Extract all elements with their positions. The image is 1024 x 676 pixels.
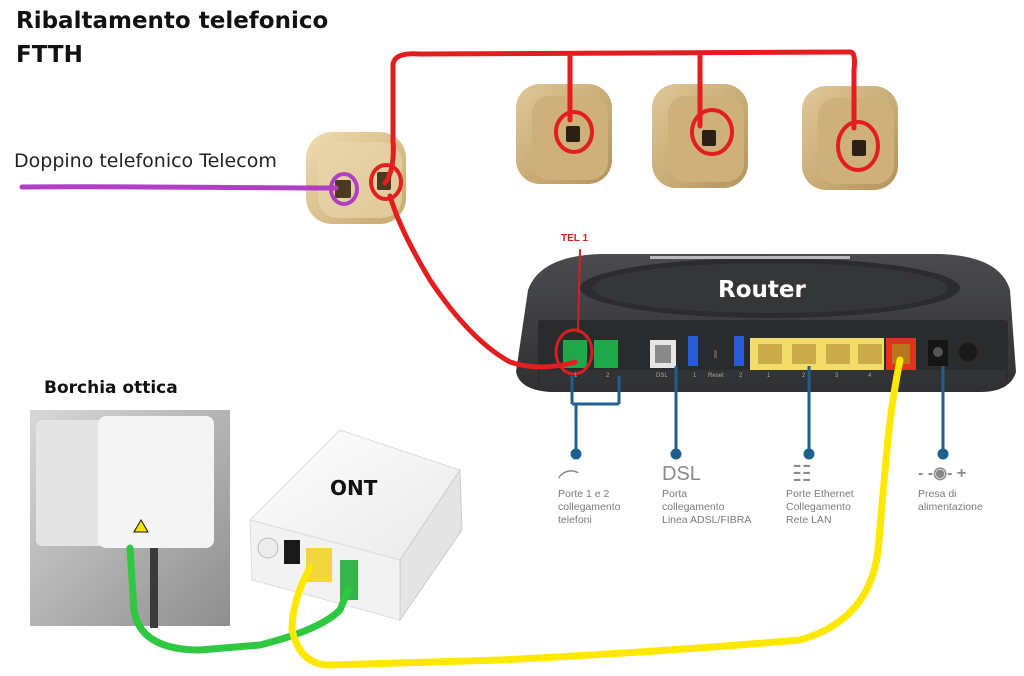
router-label: Router xyxy=(718,277,806,303)
ont-port-power xyxy=(284,540,300,564)
caption-text: Porta collegamento Linea ADSL/FIBRA xyxy=(662,488,752,526)
caption-phone-ports: ⌒ Porte 1 e 2 collegamento telefoni xyxy=(556,462,648,527)
router xyxy=(516,254,1016,392)
phone-socket-3 xyxy=(802,86,898,190)
router-port-usb2 xyxy=(734,336,744,366)
ont-label: ONT xyxy=(330,476,378,500)
caption-text: Presa di alimentazione xyxy=(918,488,983,513)
caption-text: Porte 1 e 2 collegamento telefoni xyxy=(558,488,621,526)
port-label-reset: Reset xyxy=(708,373,724,379)
port-label-dsl: DSL xyxy=(656,373,668,379)
port-label-lan1: 1 xyxy=(767,373,771,379)
phone-socket-1 xyxy=(516,84,612,184)
port-label-tel1: 1 xyxy=(574,373,578,379)
socket-jack-telecom xyxy=(335,180,351,198)
borchia-label: Borchia ottica xyxy=(44,378,178,398)
caption-ethernet-ports: ☷ Porte Ethernet Collegamento Rete LAN xyxy=(786,462,896,527)
network-icon: ☷ xyxy=(792,461,812,486)
title-line-2: FTTH xyxy=(16,42,83,68)
fiber-cable xyxy=(126,544,352,654)
dsl-icon: DSL xyxy=(662,463,701,485)
port-label-usb1: 1 xyxy=(693,373,697,379)
doppino-label: Doppino telefonico Telecom xyxy=(14,150,277,172)
port-label-lan3: 3 xyxy=(835,373,839,379)
port-label-lan4: 4 xyxy=(868,373,872,379)
port-label-usb2: 2 xyxy=(739,373,743,379)
caption-dsl-port: DSL Porta collegamento Linea ADSL/FIBRA xyxy=(662,462,772,527)
page-title: Ribaltamento telefonico FTTH xyxy=(16,4,328,72)
router-port-tel2 xyxy=(594,340,618,368)
phone-cable xyxy=(382,49,857,370)
tel1-label: TEL 1 xyxy=(561,233,589,244)
port-label-tel2: 2 xyxy=(606,373,610,379)
power-plug-icon: - -◉- + xyxy=(918,465,967,482)
router-reset xyxy=(714,350,717,358)
caption-text: Porte Ethernet Collegamento Rete LAN xyxy=(786,488,854,526)
ont-device xyxy=(249,429,463,622)
caption-power: - -◉- + Presa di alimentazione xyxy=(918,462,1018,514)
router-port-usb1 xyxy=(688,336,698,366)
ethernet-cable xyxy=(288,356,904,669)
router-power-button xyxy=(959,343,977,361)
telecom-pair-cable xyxy=(19,184,339,191)
callouts xyxy=(570,366,949,460)
title-line-1: Ribaltamento telefonico xyxy=(16,8,329,34)
port-label-lan2: 2 xyxy=(802,373,806,379)
